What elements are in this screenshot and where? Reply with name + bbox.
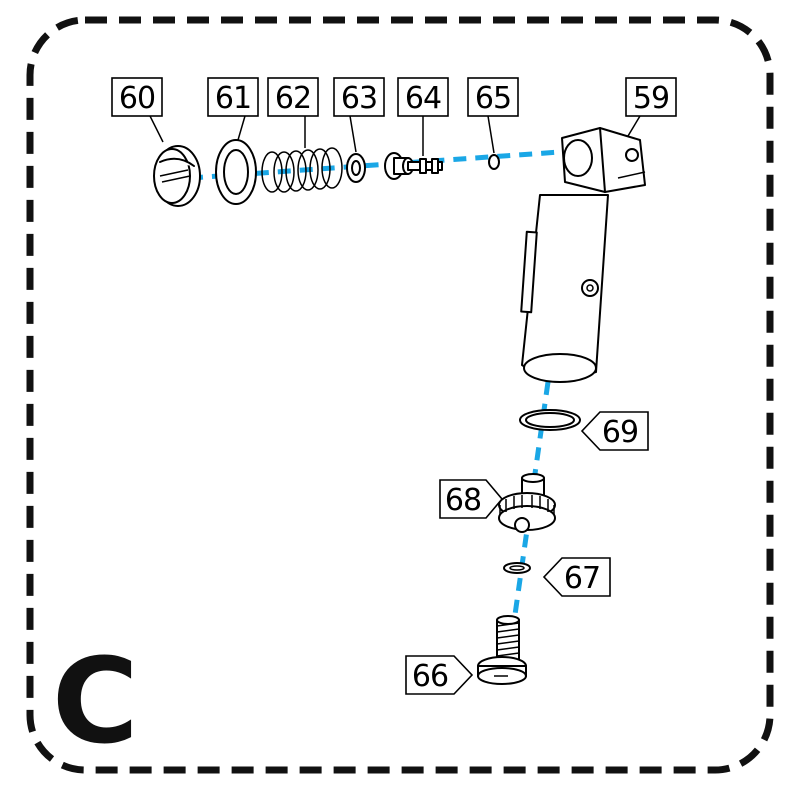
part-59-valve-body	[520, 127, 646, 383]
callout-59: 59	[625, 77, 677, 137]
part-62-spring	[261, 147, 343, 193]
callout-62: 62	[267, 77, 319, 148]
callout-63-label: 63	[341, 81, 377, 116]
callout-65: 65	[467, 77, 519, 154]
callout-67: 67	[542, 557, 611, 597]
dashed-frame	[26, 16, 774, 774]
callout-60: 60	[111, 77, 164, 143]
callout-68-label: 68	[445, 483, 481, 518]
part-63-washer	[346, 153, 366, 183]
part-61-washer	[215, 139, 257, 205]
assembly-axis-horizontal	[189, 149, 561, 181]
part-66-adjusting-screw	[477, 615, 527, 685]
part-64-valve-stem	[384, 152, 443, 180]
callout-69-label: 69	[602, 415, 638, 450]
callout-66: 66	[405, 655, 474, 695]
callout-66-label: 66	[412, 659, 448, 694]
part-68-knurled-nut	[498, 473, 556, 533]
callout-60-label: 60	[119, 81, 155, 116]
part-65-o-ring	[488, 154, 500, 170]
callout-61: 61	[207, 77, 259, 141]
callout-61-label: 61	[215, 81, 251, 116]
callout-67-label: 67	[564, 561, 600, 596]
callout-65-label: 65	[475, 81, 511, 116]
part-60-end-cap	[153, 145, 201, 207]
callout-62-label: 62	[275, 81, 311, 116]
callout-59-label: 59	[633, 81, 669, 116]
part-69-gasket	[519, 409, 581, 431]
part-67-o-ring	[503, 562, 531, 574]
callout-64-label: 64	[405, 81, 441, 116]
callout-69: 69	[580, 411, 649, 451]
callout-68: 68	[439, 479, 504, 519]
section-letter: C	[52, 632, 139, 770]
callout-64: 64	[397, 77, 449, 156]
callout-63: 63	[333, 77, 385, 153]
